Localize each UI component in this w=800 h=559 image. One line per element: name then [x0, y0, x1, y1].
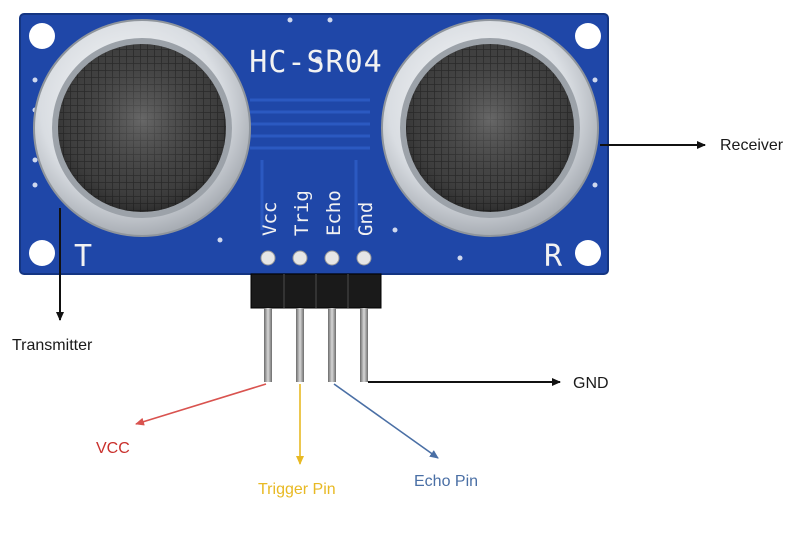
- pin-label-vcc: Vcc: [259, 202, 281, 236]
- echo-arrow: [333, 383, 439, 459]
- pin-echo: [328, 308, 336, 382]
- echo-pin-label: Echo Pin: [414, 473, 478, 490]
- trigger-pin-label: Trigger Pin: [258, 481, 336, 498]
- gnd-label: GND: [573, 375, 609, 392]
- pin-pads: [260, 250, 372, 266]
- vcc-label: VCC: [96, 440, 130, 457]
- vcc-arrow: [135, 383, 267, 426]
- mounting-hole: [29, 23, 55, 49]
- receiver-letter: R: [544, 239, 563, 274]
- pin-trig: [296, 308, 304, 382]
- mounting-hole: [575, 240, 601, 266]
- mounting-hole: [29, 240, 55, 266]
- pin-label-gnd: Gnd: [355, 202, 377, 236]
- transmitter-label: Transmitter: [12, 337, 93, 354]
- transmitter-cylinder: [33, 19, 251, 237]
- pin-vcc: [264, 308, 272, 382]
- receiver-label: Receiver: [720, 137, 784, 154]
- pin-silkscreen-labels: Vcc Trig Echo Gnd: [259, 190, 377, 236]
- callout-arrows: [56, 141, 706, 465]
- model-label: HC-SR04: [249, 45, 382, 80]
- pin-gnd: [360, 308, 368, 382]
- mounting-hole: [575, 23, 601, 49]
- transmitter-letter: T: [74, 239, 92, 274]
- header-connector: [250, 273, 382, 382]
- pin-label-trig: Trig: [291, 190, 313, 236]
- receiver-cylinder: [381, 19, 599, 237]
- pin-label-echo: Echo: [323, 190, 345, 236]
